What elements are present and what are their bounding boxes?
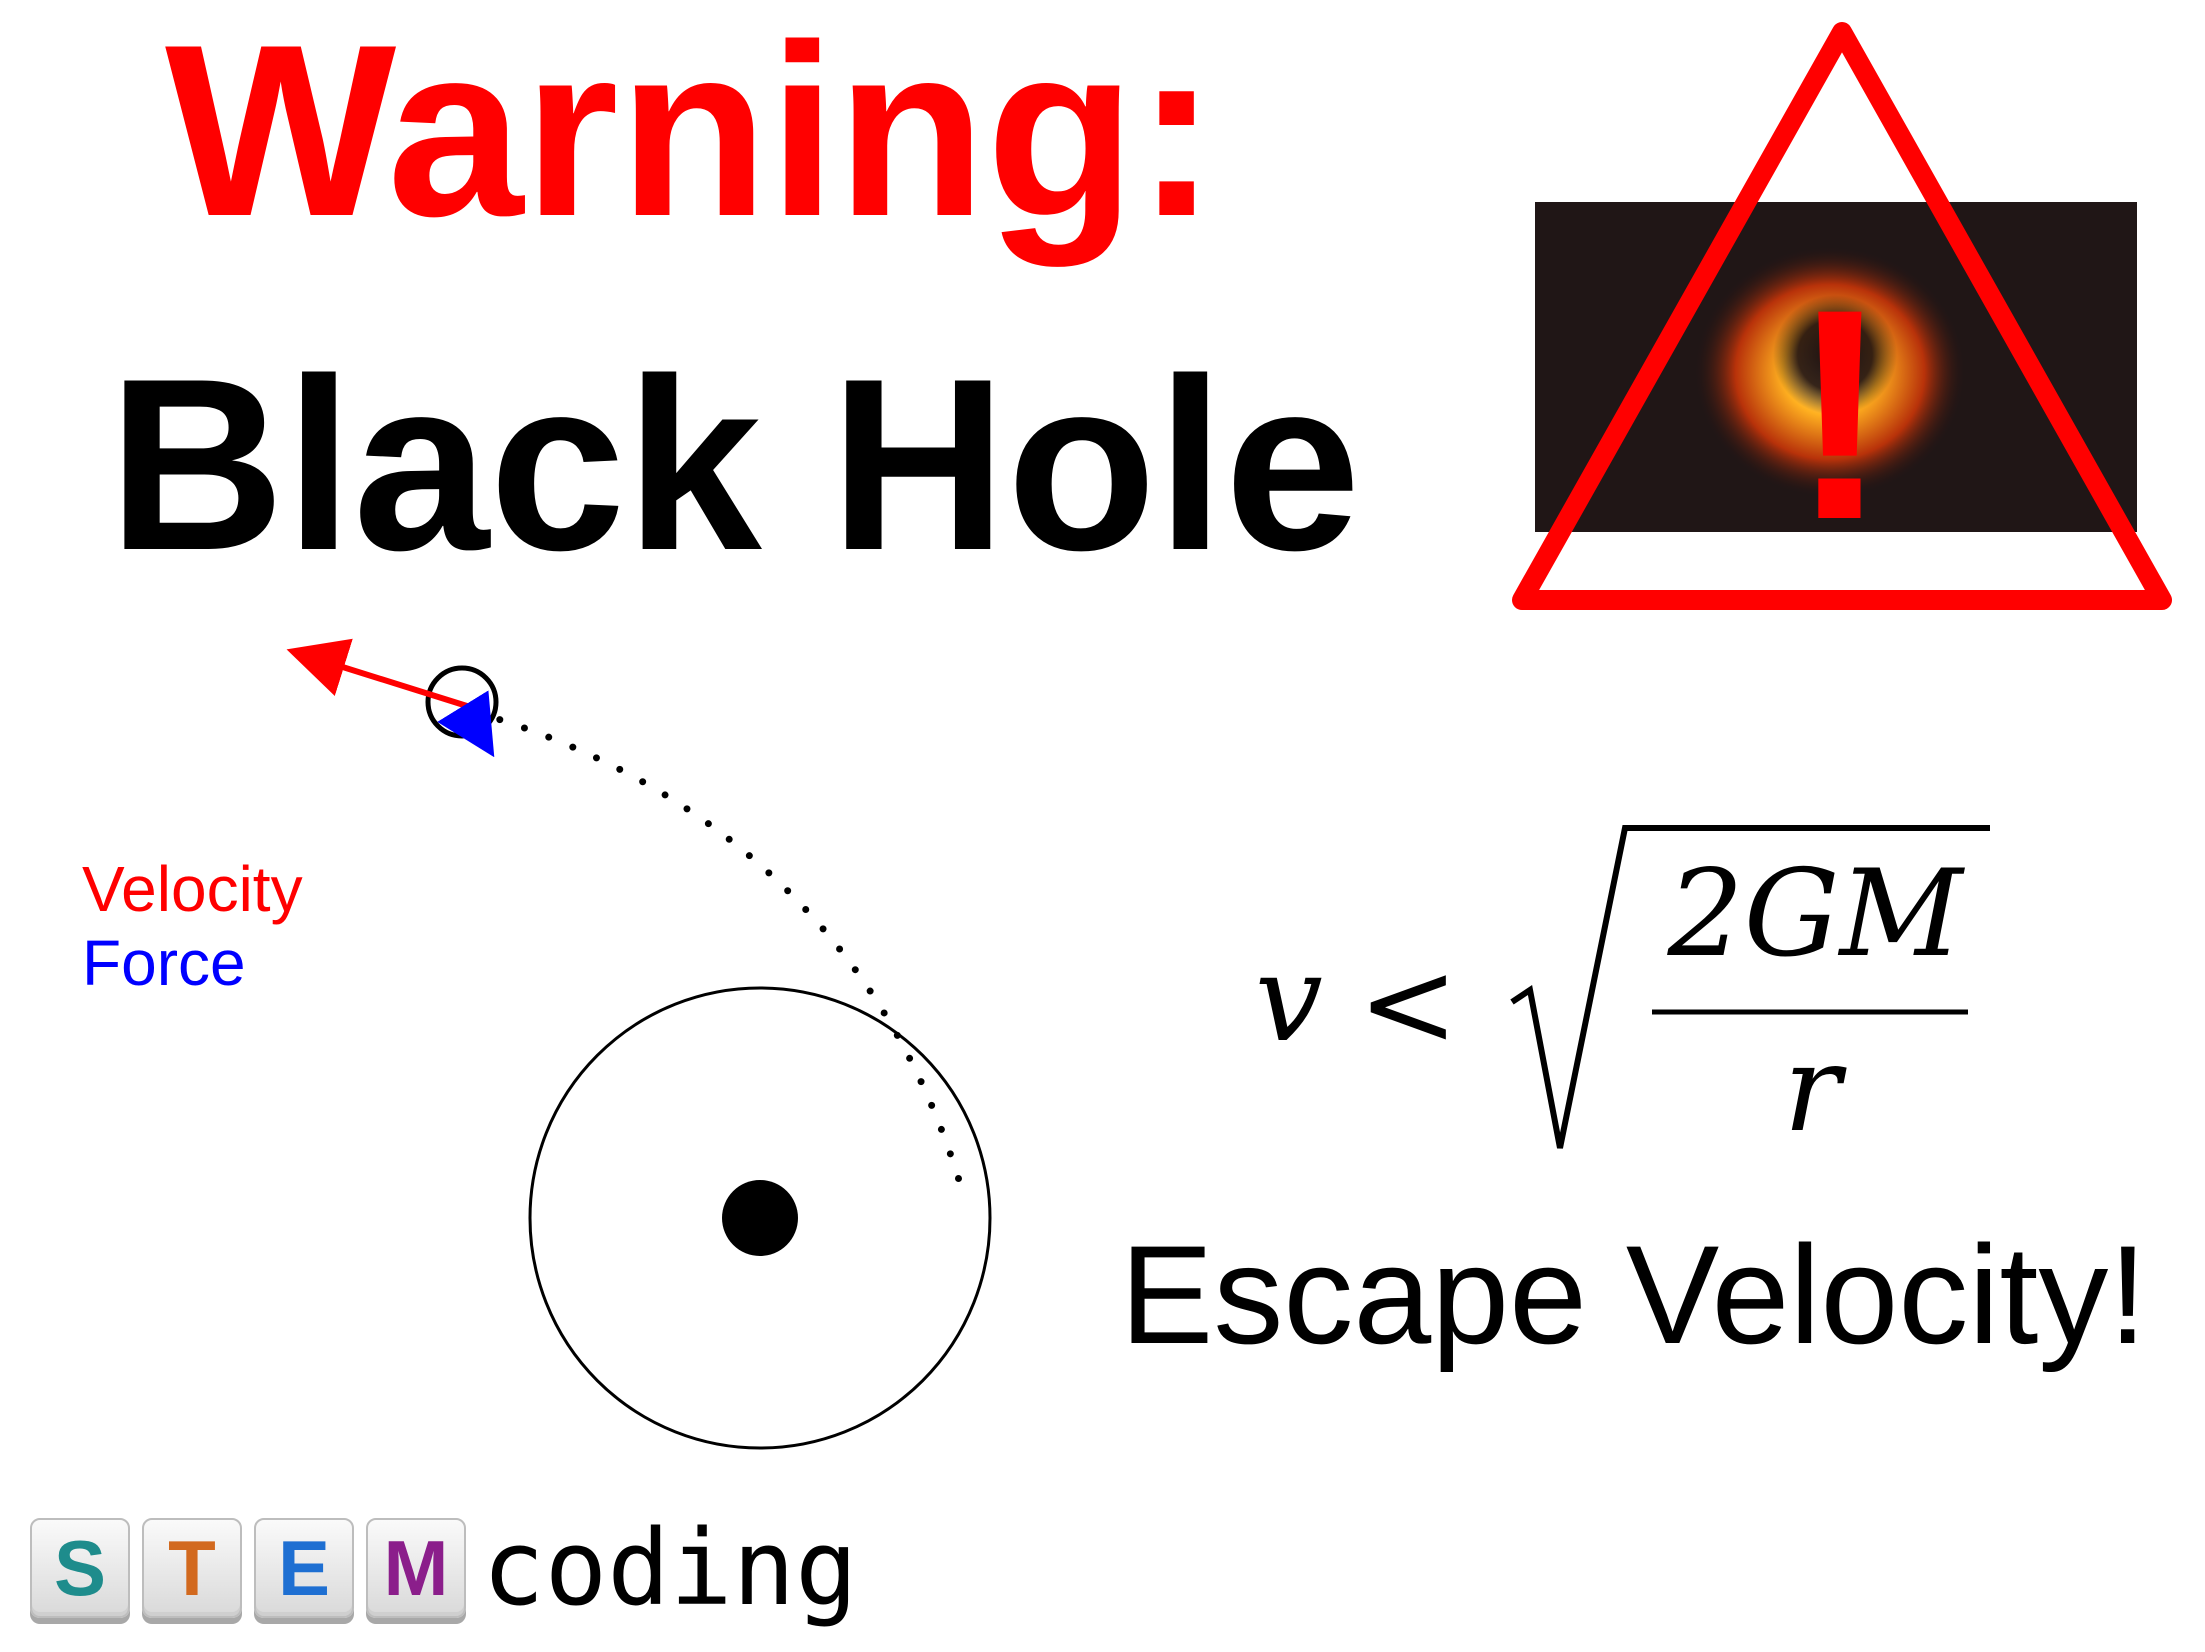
logo-key-e: E xyxy=(254,1518,354,1618)
title-warning: Warning: xyxy=(165,0,1218,267)
legend-force: Force xyxy=(82,927,246,999)
logo-text: coding xyxy=(482,1507,858,1629)
logo-key-s: S xyxy=(30,1518,130,1618)
title-black-hole: Black Hole xyxy=(108,327,1361,601)
legend-velocity: Velocity xyxy=(82,853,303,925)
warning-triangle-icon xyxy=(1512,22,2172,610)
logo-key-m: M xyxy=(366,1518,466,1618)
force-arrow xyxy=(437,690,495,758)
trajectory-path xyxy=(471,708,966,1194)
square-root-sign xyxy=(1510,825,1990,1149)
formula-relation: < xyxy=(1358,935,1459,1074)
stemcoding-logo: S T E M coding xyxy=(30,1508,858,1628)
logo-key-t: T xyxy=(142,1518,242,1618)
formula-lhs: v xyxy=(1255,930,1323,1069)
singularity xyxy=(722,1180,798,1256)
exclamation-icon: ! xyxy=(1790,246,1890,582)
event-horizon xyxy=(528,986,992,1450)
legend: Velocity Force xyxy=(82,852,303,1000)
formula-denominator: r xyxy=(1783,1020,1847,1159)
escape-velocity-caption: Escape Velocity! xyxy=(1120,1216,2148,1373)
formula-numerator: 2GM xyxy=(1666,845,1965,984)
